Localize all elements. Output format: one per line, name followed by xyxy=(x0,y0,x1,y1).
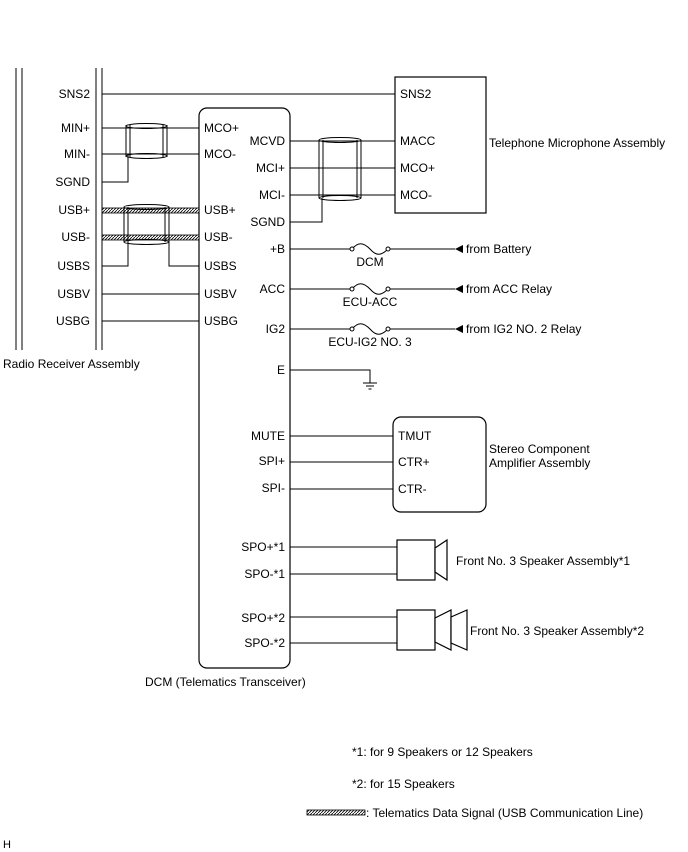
fuse-dcm-label: DCM xyxy=(356,255,383,269)
radio-pin-usb-plus: USB+ xyxy=(58,203,90,217)
mic-pin-mco-minus: MCO- xyxy=(400,188,432,202)
radio-pin-usbg: USBG xyxy=(56,314,90,328)
radio-pin-usbs: USBS xyxy=(57,259,90,273)
from-battery-label: from Battery xyxy=(466,242,531,256)
speaker-2-icon xyxy=(450,609,468,651)
mic-assembly-label: Telephone Microphone Assembly xyxy=(489,136,665,150)
mic-pin-sns2: SNS2 xyxy=(400,87,432,101)
from-acc-relay-label: from ACC Relay xyxy=(466,282,552,296)
speaker-1-icon xyxy=(434,538,448,582)
speaker-1: Front No. 3 Speaker Assembly*1 xyxy=(290,538,630,582)
dcm-pin-mci-minus: MCI- xyxy=(259,188,285,202)
amp-pin-tmut: TMUT xyxy=(398,429,432,443)
dcm-pin-mci-plus: MCI+ xyxy=(256,161,285,175)
power-feed-acc: ECU-ACC from ACC Relay xyxy=(290,282,552,309)
dcm-box: DCM (Telematics Transceiver) MCO+ MCO- U… xyxy=(145,107,306,689)
radio-pin-min-minus: MIN- xyxy=(64,147,90,161)
dcm-label: DCM (Telematics Transceiver) xyxy=(145,675,306,689)
note-star-1: *1: for 9 Speakers or 12 Speakers xyxy=(352,745,533,759)
fuse-ecu-acc-label: ECU-ACC xyxy=(343,295,398,309)
dcm-pin-e: E xyxy=(277,363,285,377)
note-star-2: *2: for 15 Speakers xyxy=(352,777,455,791)
dcm-pin-usb-minus: USB- xyxy=(204,230,233,244)
dcm-pin-usbv: USBV xyxy=(204,287,237,301)
dcm-pin-usbg: USBG xyxy=(204,314,238,328)
radio-pin-usbv: USBV xyxy=(57,287,90,301)
radio-receiver-assembly: Radio Receiver Assembly SNS2 MIN+ MIN- S… xyxy=(3,68,140,371)
dcm-pin-acc: ACC xyxy=(260,282,286,296)
dcm-pin-usb-plus: USB+ xyxy=(204,203,236,217)
amp-label-line2: Amplifier Assembly xyxy=(489,456,590,470)
fuse-ecu-ig2-label: ECU-IG2 NO. 3 xyxy=(328,335,412,349)
dcm-pin-ig2: IG2 xyxy=(266,322,286,336)
dcm-pin-spi-minus: SPI- xyxy=(262,481,285,495)
radio-pin-usb-minus: USB- xyxy=(61,230,90,244)
dcm-pin-spo-plus-1: SPO+*1 xyxy=(241,540,285,554)
mic-pin-macc: MACC xyxy=(400,134,436,148)
speaker-2: Front No. 3 Speaker Assembly*2 xyxy=(290,609,644,651)
dcm-pin-mco-plus: MCO+ xyxy=(204,121,239,135)
dcm-pin-spo-minus-1: SPO-*1 xyxy=(244,567,285,581)
dcm-pin-usbs: USBS xyxy=(204,259,237,273)
amp-pin-ctr-plus: CTR+ xyxy=(398,455,430,469)
dcm-pin-plus-b: +B xyxy=(270,242,285,256)
power-feed-ig2: ECU-IG2 NO. 3 from IG2 NO. 2 Relay xyxy=(290,322,581,349)
dcm-pin-spo-plus-2: SPO+*2 xyxy=(241,611,285,625)
dcm-pin-sgnd: SGND xyxy=(250,215,285,229)
dcm-pin-mute: MUTE xyxy=(251,429,285,443)
radio-receiver-label: Radio Receiver Assembly xyxy=(3,357,140,371)
power-feed-battery: DCM from Battery xyxy=(290,242,531,269)
corner-mark: H xyxy=(3,839,11,851)
ground-symbol-icon xyxy=(290,369,377,390)
footnotes: *1: for 9 Speakers or 12 Speakers *2: fo… xyxy=(3,745,643,851)
telephone-microphone-assembly: SNS2 MACC MCO+ MCO- Telephone Microphone… xyxy=(394,76,665,214)
dcm-pin-mco-minus: MCO- xyxy=(204,147,236,161)
radio-pin-min-plus: MIN+ xyxy=(61,121,90,135)
dcm-amp-wires xyxy=(290,435,393,490)
dcm-pin-mcvd: MCVD xyxy=(250,134,286,148)
dcm-pin-spo-minus-2: SPO-*2 xyxy=(244,636,285,650)
radio-dcm-wires xyxy=(101,93,395,322)
dcm-pin-spi-plus: SPI+ xyxy=(259,454,285,468)
stereo-amplifier-assembly: TMUT CTR+ CTR- Stereo Component Amplifie… xyxy=(392,416,590,513)
usb-line-legend-icon xyxy=(306,809,366,816)
usb-line-legend: : Telematics Data Signal (USB Communicat… xyxy=(366,806,643,820)
radio-pin-sgnd: SGND xyxy=(55,175,90,189)
amp-pin-ctr-minus: CTR- xyxy=(398,482,427,496)
mic-pin-mco-plus: MCO+ xyxy=(400,161,435,175)
dcm-mic-wires xyxy=(290,137,395,223)
from-ig2-relay-label: from IG2 NO. 2 Relay xyxy=(466,322,581,336)
amp-label-line1: Stereo Component xyxy=(489,442,590,456)
radio-pin-sns2: SNS2 xyxy=(59,87,91,101)
speaker-1-label: Front No. 3 Speaker Assembly*1 xyxy=(456,554,630,568)
speaker-2-label: Front No. 3 Speaker Assembly*2 xyxy=(470,624,644,638)
